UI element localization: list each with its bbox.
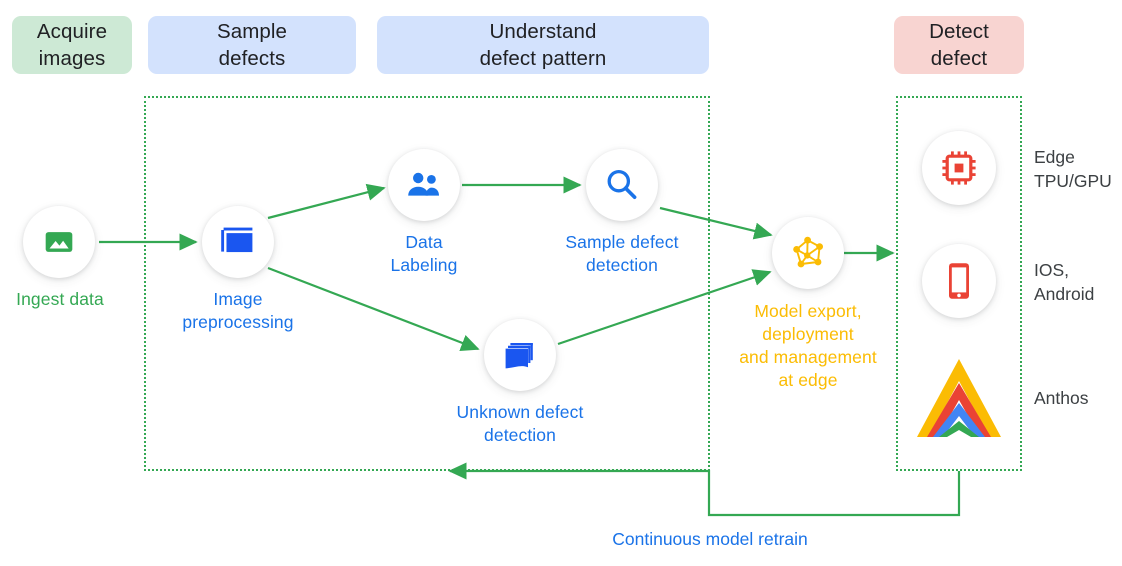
target-circle-anthos — [913, 352, 1005, 444]
node-circle-data-labeling — [388, 149, 460, 221]
layers-stack-icon — [501, 338, 539, 372]
image-icon — [42, 225, 76, 259]
people-icon — [405, 170, 443, 200]
target-label-anthos: Anthos — [1034, 388, 1089, 408]
node-label-ingest-data: Ingest data — [16, 289, 104, 309]
stage-pill-sample-defects: Sample defects — [148, 16, 356, 74]
network-graph-icon — [788, 233, 828, 273]
node-label-data-labeling: Data Labeling — [390, 232, 458, 275]
node-label-unknown-defect-detection: Unknown defect detection — [456, 402, 584, 445]
node-circle-model-export — [772, 217, 844, 289]
magnifier-icon — [603, 166, 641, 204]
chip-icon — [940, 149, 978, 187]
node-label-image-preprocessing: Image preprocessing — [182, 289, 294, 332]
node-label-sample-defect-detection: Sample defect detection — [565, 232, 679, 275]
node-circle-sample-defect-detection — [586, 149, 658, 221]
target-circle-ios-android — [922, 244, 996, 318]
target-label-ios-android: IOS, Android — [1034, 260, 1095, 304]
stage-pill-understand-defect-pattern: Understand defect pattern — [377, 16, 709, 74]
mobile-phone-icon — [946, 261, 972, 301]
continuous-retrain-label: Continuous model retrain — [612, 529, 808, 549]
arrow-continuous-retrain — [448, 462, 961, 517]
image-crop-icon — [220, 226, 256, 258]
node-label-model-export: Model export, deployment and management … — [739, 301, 877, 390]
stage-pill-detect-defect: Detect defect — [894, 16, 1024, 74]
stage-pill-acquire-images: Acquire images — [12, 16, 132, 74]
node-circle-ingest-data — [23, 206, 95, 278]
node-circle-image-preprocessing — [202, 206, 274, 278]
anthos-logo-icon — [913, 353, 1005, 443]
target-circle-edge-tpu-gpu — [922, 131, 996, 205]
node-circle-unknown-defect-detection — [484, 319, 556, 391]
target-label-edge-tpu-gpu: Edge TPU/GPU — [1034, 147, 1112, 191]
